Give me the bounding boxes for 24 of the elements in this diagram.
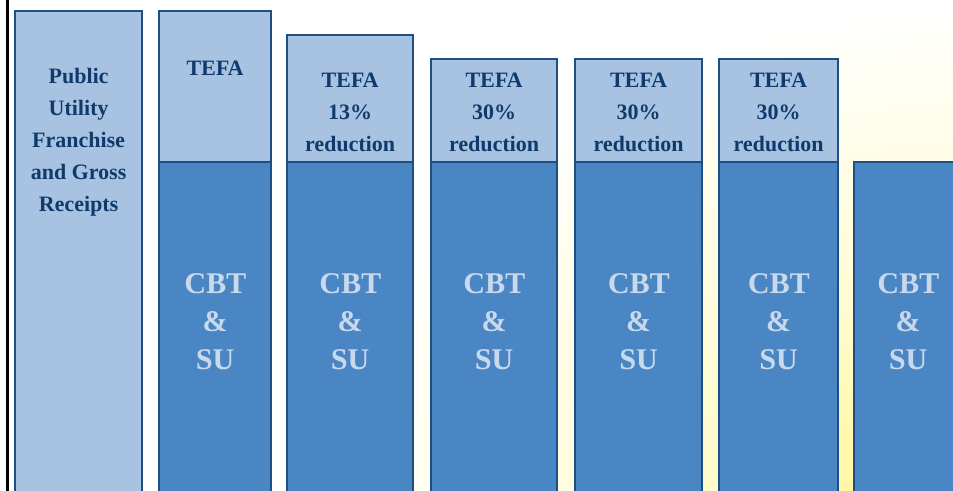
bar-label: CBT & SU (319, 266, 381, 378)
category-bar (286, 34, 414, 163)
tax-bar (853, 161, 953, 491)
bar-label: CBT & SU (877, 266, 939, 378)
category-bar (14, 10, 143, 491)
bar-label: CBT & SU (748, 266, 810, 378)
bar-label: TEFA 30% reduction (593, 66, 684, 158)
bar-label: Public Utility Franchise and Gross Receipts (30, 62, 128, 218)
category-bar (574, 58, 703, 163)
bar-label: TEFA (186, 54, 244, 82)
bar-label: CBT & SU (184, 266, 246, 378)
bar-label: TEFA 30% reduction (448, 66, 540, 158)
tax-bar (718, 161, 839, 491)
category-bar (158, 10, 272, 163)
tax-bar (574, 161, 703, 491)
bar-label: TEFA 13% reduction (304, 66, 396, 158)
bar-label: TEFA 30% reduction (733, 66, 824, 158)
bar-label: CBT & SU (463, 266, 525, 378)
tax-bar (430, 161, 558, 491)
tax-bar (286, 161, 414, 491)
bar-label: CBT & SU (608, 266, 670, 378)
category-bar (430, 58, 558, 163)
category-bar (718, 58, 839, 163)
tax-bar (158, 161, 272, 491)
